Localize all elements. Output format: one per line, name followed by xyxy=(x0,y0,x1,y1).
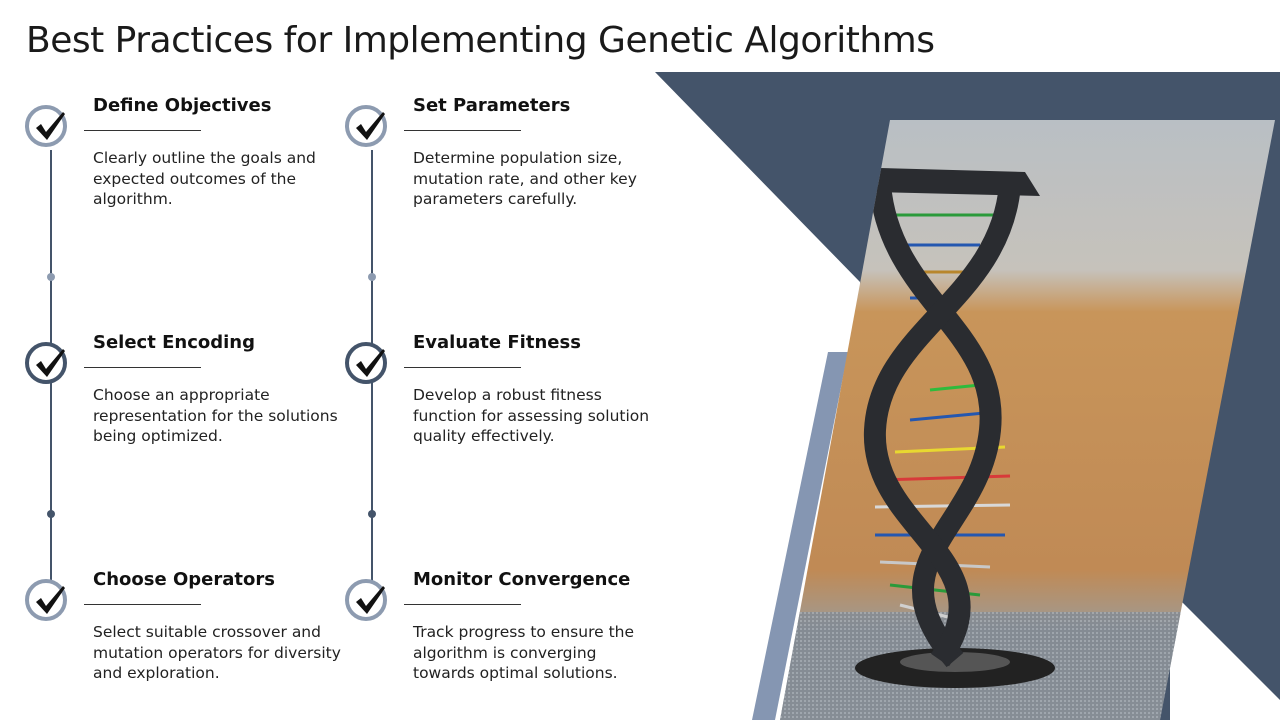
check-circle-icon xyxy=(25,579,67,621)
divider xyxy=(404,604,521,605)
practice-item-set-parameters: Set Parameters Determine population size… xyxy=(345,95,646,226)
check-circle-icon xyxy=(345,105,387,147)
timeline-dot xyxy=(47,510,55,518)
divider xyxy=(404,367,521,368)
divider xyxy=(84,130,201,131)
dna-strands xyxy=(863,183,1021,668)
slide-title: Best Practices for Implementing Genetic … xyxy=(26,20,935,61)
practice-item-choose-operators: Choose Operators Select suitable crossov… xyxy=(25,569,341,700)
item-title: Evaluate Fitness xyxy=(413,332,581,353)
divider xyxy=(404,130,521,131)
item-description: Clearly outline the goals and expected o… xyxy=(93,149,316,208)
item-title: Set Parameters xyxy=(413,95,571,116)
item-title: Select Encoding xyxy=(93,332,255,353)
check-circle-icon xyxy=(345,342,387,384)
divider xyxy=(84,367,201,368)
item-description: Choose an appropriate representation for… xyxy=(93,386,338,445)
timeline-dot xyxy=(47,273,55,281)
practice-item-evaluate-fitness: Evaluate Fitness Develop a robust fitnes… xyxy=(345,332,649,463)
item-description: Select suitable crossover and mutation o… xyxy=(93,623,341,682)
timeline-dot xyxy=(368,273,376,281)
check-circle-icon xyxy=(345,579,387,621)
practice-item-select-encoding: Select Encoding Choose an appropriate re… xyxy=(25,332,338,463)
timeline-dot xyxy=(368,510,376,518)
item-description: Track progress to ensure the algorithm i… xyxy=(413,623,635,682)
item-title: Define Objectives xyxy=(93,95,272,116)
item-title: Choose Operators xyxy=(93,569,275,590)
check-circle-icon xyxy=(25,105,67,147)
item-title: Monitor Convergence xyxy=(413,569,631,590)
item-description: Develop a robust fitness function for as… xyxy=(413,386,650,445)
slate-accent-strip xyxy=(752,352,848,720)
practice-item-monitor-convergence: Monitor Convergence Track progress to en… xyxy=(345,569,646,700)
divider xyxy=(84,604,201,605)
practice-item-define-objectives: Define Objectives Clearly outline the go… xyxy=(25,95,326,226)
check-circle-icon xyxy=(25,342,67,384)
dna-top-cap xyxy=(875,168,1040,196)
item-description: Determine population size, mutation rate… xyxy=(413,149,637,208)
